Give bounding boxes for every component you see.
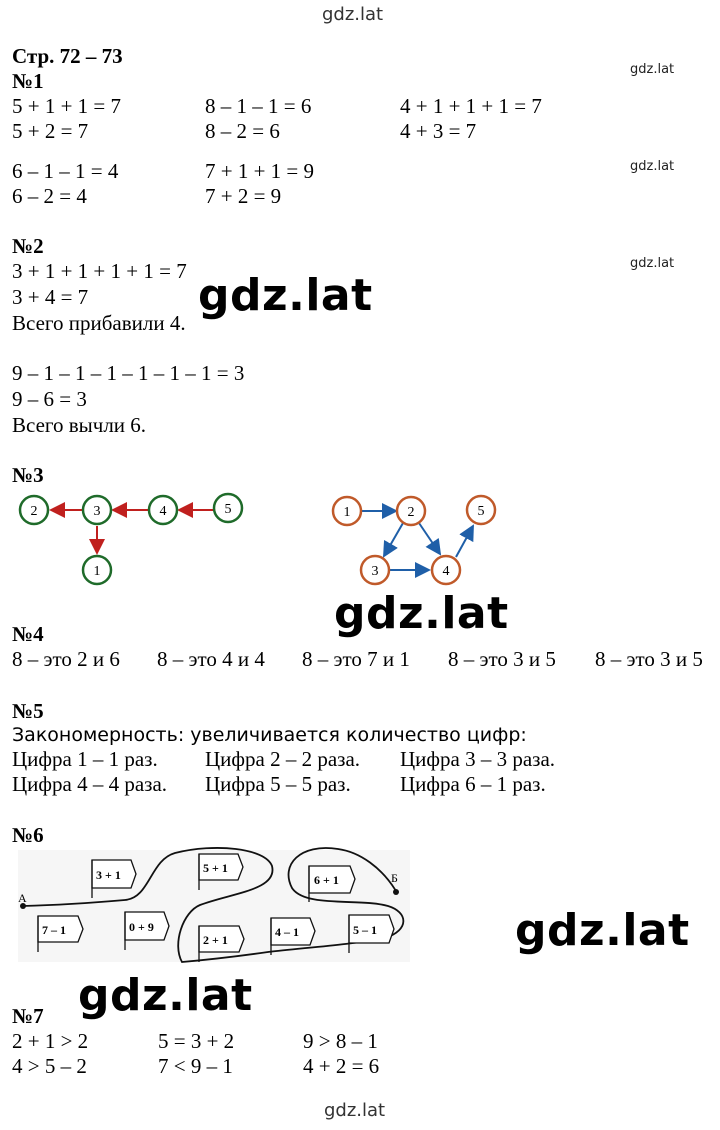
watermark-big-4: gdz.lat <box>78 970 253 1021</box>
graph2-node <box>465 494 497 526</box>
flag-label: 2 + 1 <box>203 933 228 947</box>
task5-item: Цифра 5 – 5 раз. <box>205 772 351 796</box>
watermark-big-3: gdz.lat <box>515 905 690 956</box>
flag-label: 6 + 1 <box>314 873 339 887</box>
task1-expr: 8 – 2 = 6 <box>205 119 280 143</box>
graph1-node <box>81 494 113 526</box>
watermark-right-3: gdz.lat <box>630 256 675 271</box>
watermark-big-1: gdz.lat <box>198 270 373 321</box>
graph2-node-label: 5 <box>478 504 485 519</box>
graph1-node <box>212 492 244 524</box>
task2-label: №2 <box>12 234 44 258</box>
watermark-big-2: gdz.lat <box>334 588 509 639</box>
flag-label: 0 + 9 <box>129 920 154 934</box>
graph2-edge <box>455 524 474 558</box>
task1-expr: 7 + 2 = 9 <box>205 184 282 208</box>
task4-label: №4 <box>12 622 44 646</box>
task1-expr: 4 + 1 + 1 + 1 = 7 <box>400 94 542 118</box>
graph2-node <box>430 554 462 586</box>
task1-expr: 5 + 1 + 1 = 7 <box>12 94 122 118</box>
start-label: А <box>18 891 27 905</box>
graph1-node-label: 1 <box>94 564 101 579</box>
task5-item: Цифра 3 – 3 раза. <box>400 747 556 771</box>
graph2-edge <box>383 522 404 558</box>
task5-item: Цифра 4 – 4 раза. <box>12 772 168 796</box>
task2-line: 3 + 1 + 1 + 1 + 1 = 7 <box>12 259 187 283</box>
task7-expr: 5 = 3 + 2 <box>158 1029 235 1053</box>
graph1-node-label: 5 <box>225 502 232 517</box>
task7-expr: 2 + 1 > 2 <box>12 1029 89 1053</box>
task5-line: Закономерность: увеличивается количество… <box>12 724 527 746</box>
graph1-node-label: 4 <box>160 504 167 519</box>
task6-label: №6 <box>12 823 44 847</box>
watermark-bottom: gdz.lat <box>324 1100 386 1121</box>
task7-expr: 4 > 5 – 2 <box>12 1054 87 1078</box>
graph2-node-label: 3 <box>372 564 379 579</box>
task1-expr: 4 + 3 = 7 <box>400 119 477 143</box>
task5-item: Цифра 1 – 1 раз. <box>12 747 158 771</box>
graph1-node <box>18 494 50 526</box>
task2-line: 9 – 6 = 3 <box>12 387 87 411</box>
task1-expr: 8 – 1 – 1 = 6 <box>205 94 312 118</box>
end-point <box>393 889 399 895</box>
task7-expr: 4 + 2 = 6 <box>303 1054 380 1078</box>
graph2-node <box>359 554 391 586</box>
flag-label: 7 – 1 <box>42 923 66 937</box>
task1-expr: 5 + 2 = 7 <box>12 119 89 143</box>
task1-expr: 6 – 1 – 1 = 4 <box>12 159 119 183</box>
task2-line: 9 – 1 – 1 – 1 – 1 – 1 – 1 = 3 <box>12 361 245 385</box>
task4-item: 8 – это 3 и 5 <box>595 647 703 671</box>
graph1-node-label: 3 <box>94 504 101 519</box>
flag-label: 3 + 1 <box>96 868 121 882</box>
task5-item: Цифра 6 – 1 раз. <box>400 772 546 796</box>
watermark-right-2: gdz.lat <box>630 159 675 174</box>
graph1-node <box>81 554 113 586</box>
task7-expr: 7 < 9 – 1 <box>158 1054 233 1078</box>
task5-label: №5 <box>12 699 44 723</box>
task4-item: 8 – это 2 и 6 <box>12 647 120 671</box>
maze-path <box>22 847 405 963</box>
graph2-node-label: 4 <box>443 564 450 579</box>
graph2-edge <box>418 522 442 556</box>
task1-expr: 6 – 2 = 4 <box>12 184 87 208</box>
graph2-node-label: 2 <box>408 505 415 520</box>
task7-expr: 9 > 8 – 1 <box>303 1029 378 1053</box>
task1-expr: 7 + 1 + 1 = 9 <box>205 159 315 183</box>
page-reference: Стр. 72 – 73 <box>12 44 123 68</box>
task3-label: №3 <box>12 463 44 487</box>
watermark-top: gdz.lat <box>322 4 384 25</box>
graph2-node <box>395 495 427 527</box>
end-label: Б <box>391 871 398 885</box>
task4-item: 8 – это 4 и 4 <box>157 647 265 671</box>
watermark-right-1: gdz.lat <box>630 62 675 77</box>
start-point <box>20 903 26 909</box>
graph1-node <box>147 494 179 526</box>
flag-label: 5 – 1 <box>353 923 377 937</box>
task5-item: Цифра 2 – 2 раза. <box>205 747 361 771</box>
task2-line: Всего вычли 6. <box>12 413 147 437</box>
flag-label: 4 – 1 <box>275 925 299 939</box>
task3-graphs: 2 3 4 5 1 1 2 5 3 4 <box>18 492 497 586</box>
task4-item: 8 – это 3 и 5 <box>448 647 556 671</box>
task1-label: №1 <box>12 69 44 93</box>
task4-item: 8 – это 7 и 1 <box>302 647 410 671</box>
graph2-node <box>331 495 363 527</box>
task7-label: №7 <box>12 1004 44 1028</box>
task2-line: Всего прибавили 4. <box>12 311 186 335</box>
graph1-node-label: 2 <box>31 504 38 519</box>
task2-line: 3 + 4 = 7 <box>12 285 89 309</box>
flag-label: 5 + 1 <box>203 861 228 875</box>
graph2-node-label: 1 <box>344 505 351 520</box>
